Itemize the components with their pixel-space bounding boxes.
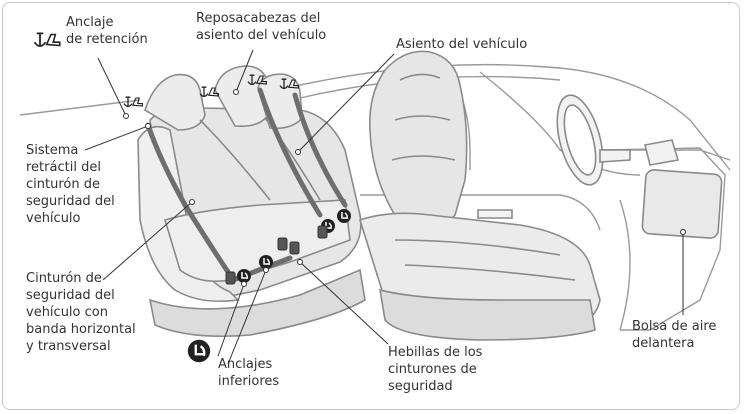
label-line: vehículo con <box>26 305 108 320</box>
label-line: Cinturón de <box>26 271 102 286</box>
label-line: Asiento del vehículo <box>396 37 528 52</box>
leader-lines <box>84 49 684 365</box>
label-belt-buckles: Hebillas de los cinturones de seguridad <box>388 344 482 395</box>
buckle-icons <box>225 225 328 285</box>
label-lower-anchors: Anclajes inferiores <box>218 356 279 390</box>
label-line: Reposacabezas del <box>196 11 321 26</box>
label-line: y transversal <box>26 339 111 354</box>
label-line: vehículo <box>26 211 81 226</box>
label-line: Hebillas de los <box>388 345 483 360</box>
label-line: Bolsa de aire <box>632 319 717 334</box>
label-vehicle-seat: Asiento del vehículo <box>396 36 527 53</box>
label-line: seguridad del <box>26 288 115 303</box>
label-line: de retención <box>66 32 148 47</box>
front-airbag-panel <box>641 169 723 239</box>
label-line: delantera <box>632 336 695 351</box>
front-passenger-seat <box>359 50 601 341</box>
label-line: seguridad <box>388 379 453 394</box>
label-head-restraints: Reposacabezas del asiento del vehículo <box>196 10 326 44</box>
label-line: Anclajes <box>218 357 273 372</box>
label-line: Sistema <box>26 143 79 158</box>
label-line: cinturones de <box>388 362 477 377</box>
label-line: banda horizontal <box>26 322 136 337</box>
steering-wheel <box>556 94 680 186</box>
label-line: seguridad del <box>26 194 115 209</box>
label-tether-anchor: Anclaje de retención <box>66 14 148 48</box>
label-retractor-system: Sistema retráctil del cinturón de seguri… <box>26 142 115 227</box>
label-line: Anclaje <box>66 15 114 30</box>
label-line: retráctil del <box>26 160 101 175</box>
label-line: cinturón de <box>26 177 100 192</box>
label-front-airbag: Bolsa de aire delantera <box>632 318 716 352</box>
label-line: asiento del vehículo <box>196 28 327 43</box>
rear-bench-seat <box>137 65 366 338</box>
leader-dots <box>123 89 686 287</box>
label-lap-shoulder-belt: Cinturón de seguridad del vehículo con b… <box>26 270 136 355</box>
diagram-frame <box>2 2 740 410</box>
label-line: inferiores <box>218 374 280 389</box>
